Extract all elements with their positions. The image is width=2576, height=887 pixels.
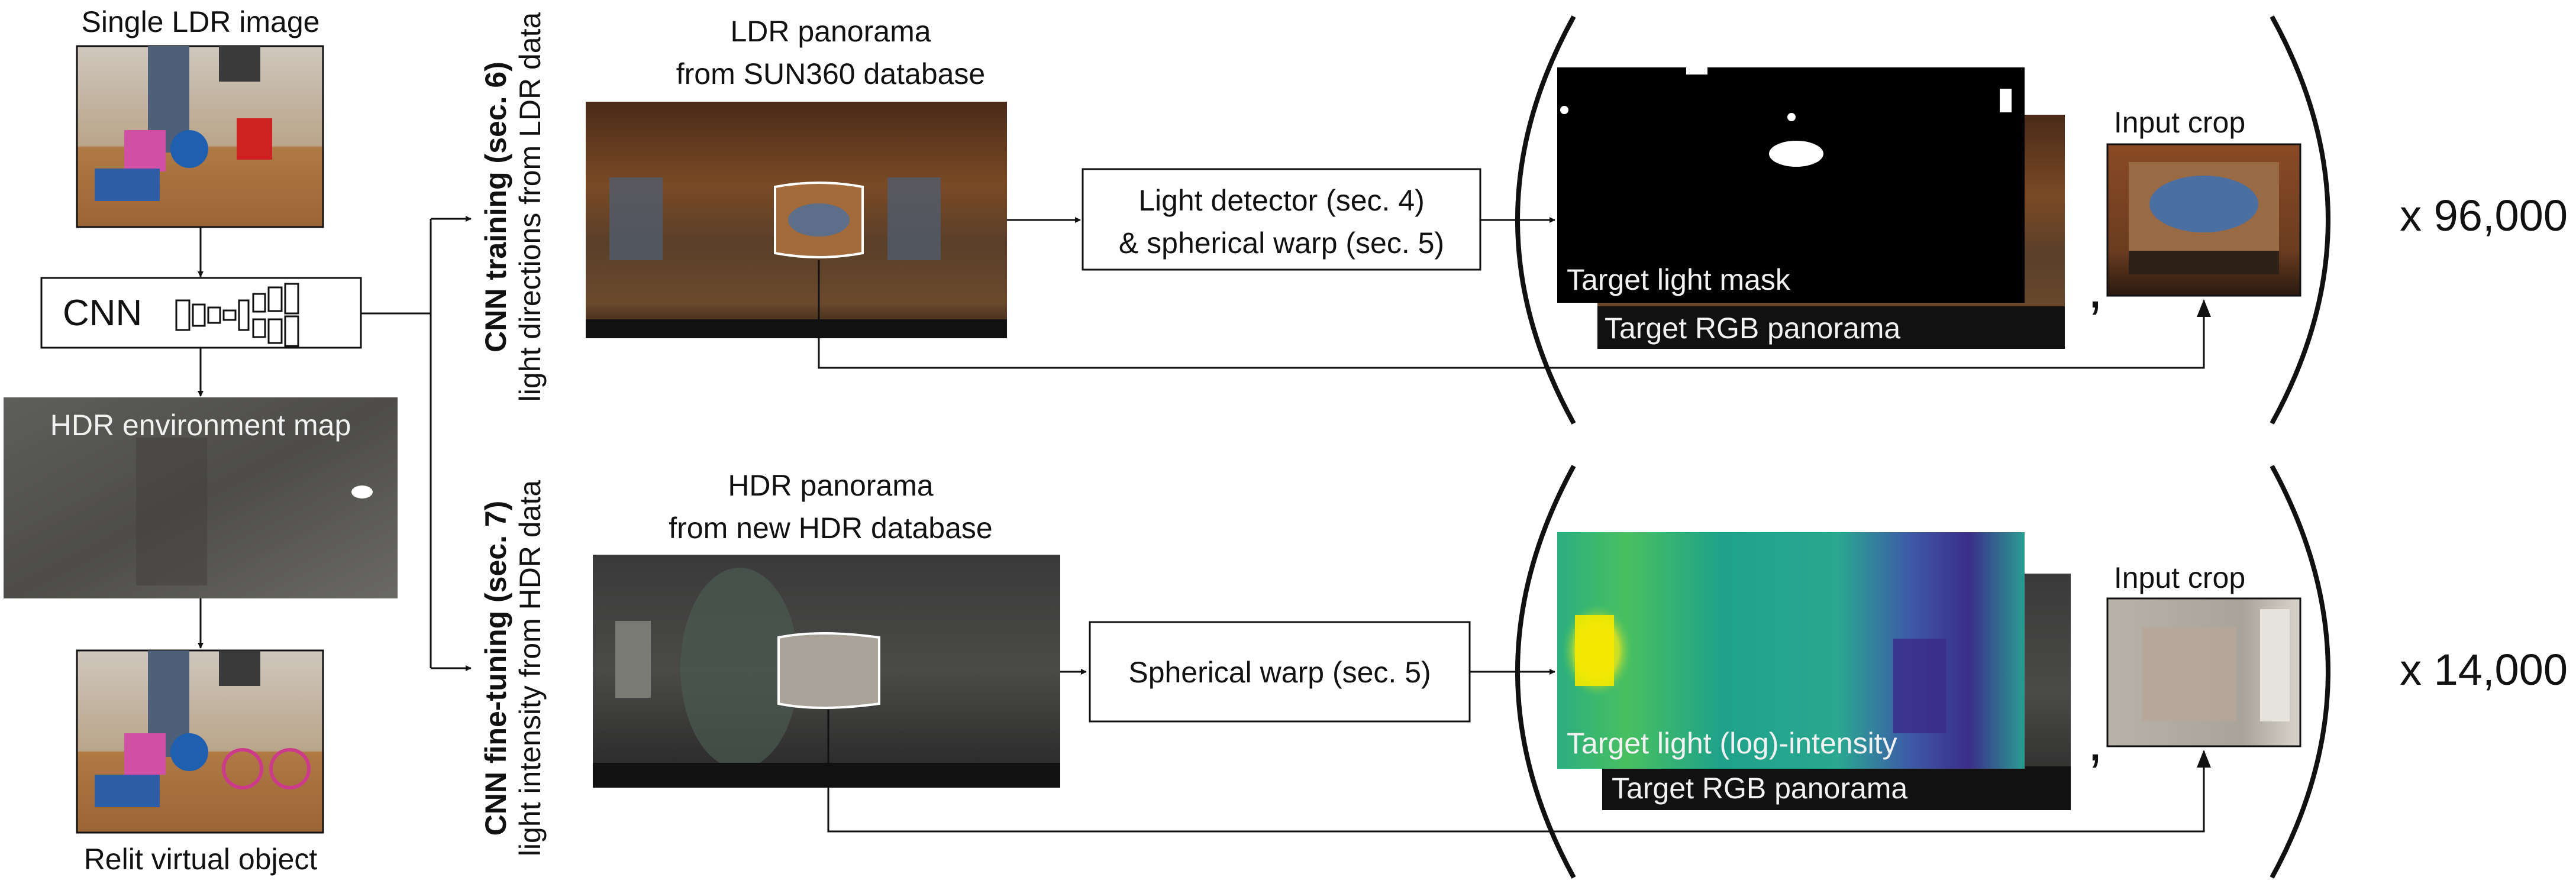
training-side-label: CNN training (sec. 6) light directions f… [479,12,547,402]
cnn-layers-icon [175,283,299,347]
target-rgb-label-training: Target RGB panorama [1605,312,1900,345]
crop-feed-line-finetuning [827,710,2211,833]
finetuning-separator: , [2087,710,2103,773]
ldr-panorama-title-2: from SUN360 database [676,57,986,90]
training-close-paren [2270,15,2330,425]
finetuning-close-paren [2270,465,2330,879]
finetuning-title: CNN fine-tuning (sec. 7) [479,501,512,836]
hdr-environment-map: HDR environment map [4,397,398,598]
hdr-map-label: HDR environment map [50,409,351,442]
training-title: CNN training (sec. 6) [479,61,512,352]
input-ldr-image [76,45,324,228]
finetuning-open-paren [1515,465,1576,879]
relit-output-image [76,649,324,834]
ldr-panorama [586,102,1007,338]
target-light-mask: Target light mask [1557,67,2025,303]
training-subtitle: light directions from LDR data [514,12,547,402]
finetuning-crop-label: Input crop [2114,561,2245,594]
light-detector-line-1: Light detector (sec. 4) [1138,184,1425,217]
crop-feed-line-training [818,260,2211,369]
hdr-panorama-title-1: HDR panorama [728,469,934,502]
target-light-mask-label: Target light mask [1567,263,1791,296]
output-image-label: Relit virtual object [84,843,318,876]
hdr-panorama [593,555,1060,788]
light-detector-box: Light detector (sec. 4) & spherical warp… [1082,168,1481,271]
cnn-label: CNN [63,293,142,334]
target-rgb-label-finetuning: Target RGB panorama [1612,772,1907,805]
training-separator: , [2087,257,2103,320]
training-open-paren [1515,15,1576,425]
spherical-warp-label: Spherical warp (sec. 5) [1128,656,1431,689]
target-light-intensity-map: Target light (log)-intensity [1557,532,2025,769]
finetuning-multiplier: x 14,000 [2400,645,2568,694]
ldr-panorama-title-1: LDR panorama [730,15,931,48]
spherical-warp-box: Spherical warp (sec. 5) [1089,621,1471,723]
training-crop-label: Input crop [2114,106,2245,139]
training-input-crop [2106,143,2301,297]
light-detector-line-2: & spherical warp (sec. 5) [1119,226,1444,260]
target-light-intensity-label: Target light (log)-intensity [1567,727,1897,760]
finetuning-subtitle: light intensity from HDR data [514,480,547,857]
finetuning-side-label: CNN fine-tuning (sec. 7) light intensity… [479,480,547,857]
input-image-label: Single LDR image [82,5,320,38]
cnn-box: CNN [40,277,362,349]
training-multiplier: x 96,000 [2400,191,2568,240]
finetuning-input-crop [2106,597,2301,747]
hdr-panorama-title-2: from new HDR database [669,512,992,545]
